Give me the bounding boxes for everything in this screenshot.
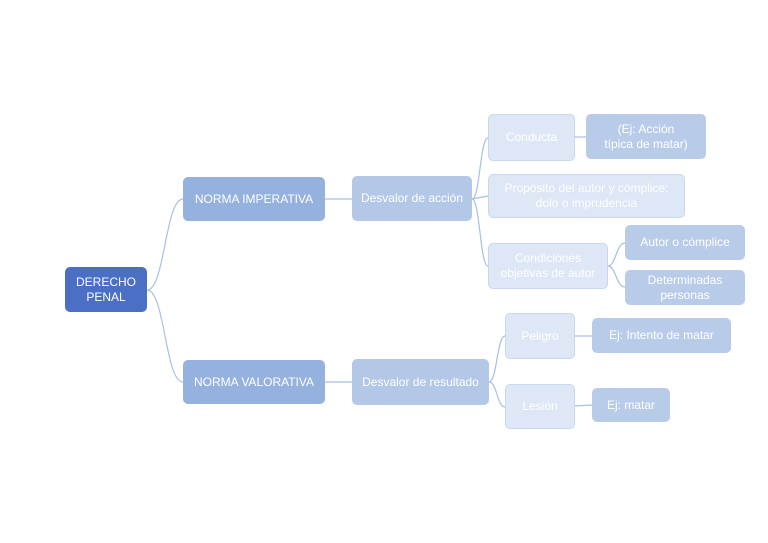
connector-condiciones-personas: [607, 265, 626, 288]
connector-accion-conducta: [471, 137, 489, 200]
node-norma-imperativa: NORMA IMPERATIVA: [183, 177, 325, 221]
node-autor-complice: Autor o cómplice: [625, 225, 745, 260]
node-derecho-penal: DERECHO PENAL: [65, 267, 147, 312]
node-desvalor-resultado: Desvalor de resultado: [352, 359, 489, 405]
connector-root-imperativa: [146, 198, 184, 291]
connector-resultado-lesion: [488, 381, 506, 408]
connector-accion-condiciones: [471, 198, 489, 267]
node-peligro: Peligro: [505, 313, 575, 359]
connector-resultado-peligro: [488, 335, 506, 383]
node-lesion: Lesión: [505, 384, 575, 429]
node-norma-valorativa: NORMA VALORATIVA: [183, 360, 325, 404]
connector-condiciones-autor: [607, 242, 626, 267]
node-conducta: Conducta: [488, 114, 575, 161]
node-desvalor-accion: Desvalor de acción: [352, 176, 472, 221]
connector-lesion-ejemplo: [574, 404, 593, 407]
node-condiciones: Condiciones objetivas de autor: [488, 243, 608, 289]
node-conducta-ejemplo: (Ej: Acción típica de matar): [586, 114, 706, 159]
connector-root-valorativa: [146, 289, 184, 383]
node-lesion-ejemplo: Ej: matar: [592, 388, 670, 422]
node-determinadas-personas: Determinadas personas: [625, 270, 745, 305]
node-peligro-ejemplo: Ej: Intento de matar: [592, 318, 731, 353]
node-proposito: Propósito del autor y cómplice: dolo o i…: [488, 174, 685, 218]
connector-accion-proposito: [471, 195, 489, 200]
